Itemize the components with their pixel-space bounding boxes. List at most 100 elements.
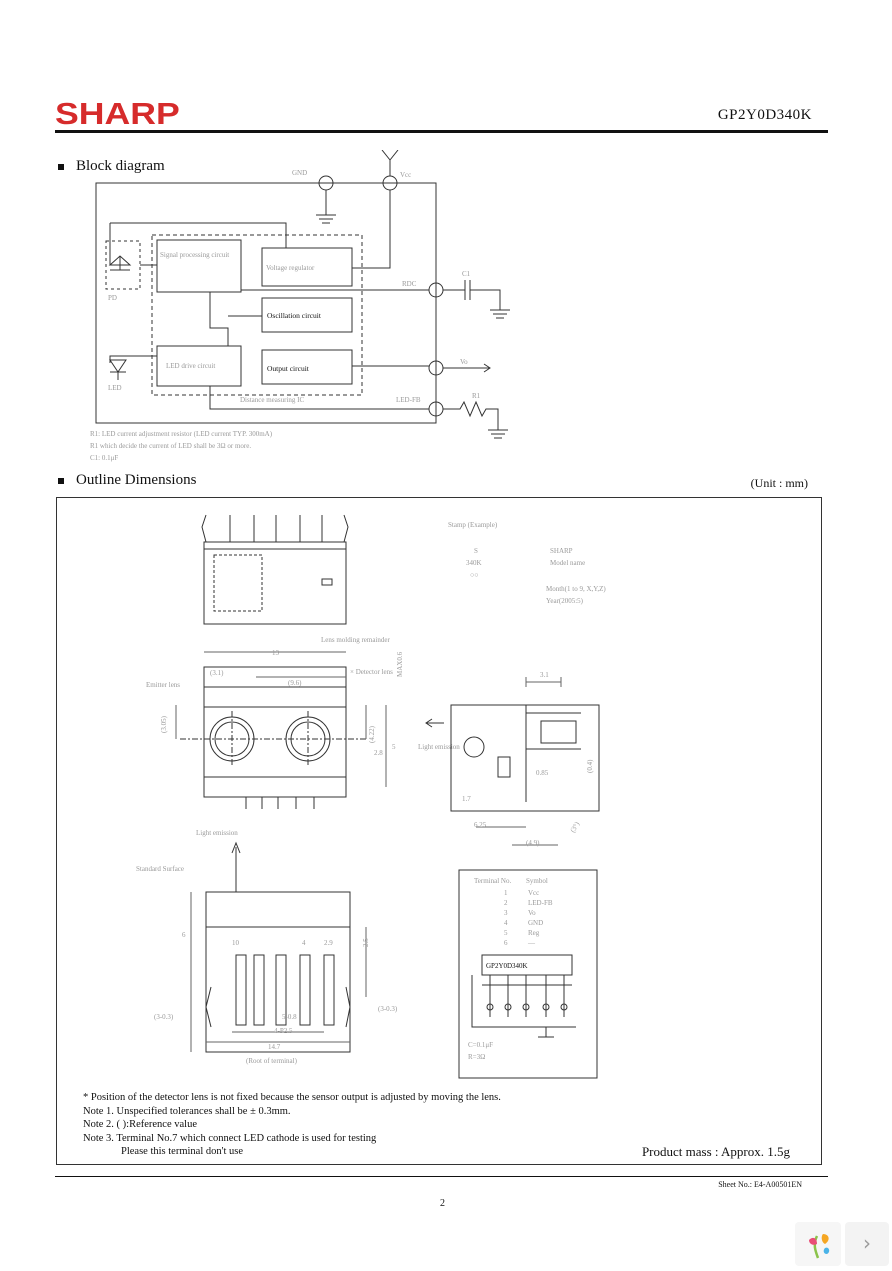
dim-side-3-1: 3.1 — [540, 671, 549, 679]
block-diagram-footnotes: R1: LED current adjustment resistor (LED… — [90, 428, 272, 464]
terminal-header-no: Terminal No. — [474, 877, 511, 885]
stamp-title: Stamp (Example) — [448, 521, 498, 529]
terminal-no-6: 6 — [504, 939, 508, 947]
outer-package-box — [95, 182, 437, 424]
ic-label: Distance measuring IC — [240, 396, 304, 404]
dim-3-0-3-left: (3-0.3) — [154, 1013, 174, 1021]
r1-label: R1 — [472, 392, 481, 400]
stamp-label-model: Model name — [550, 559, 585, 567]
signal-block — [156, 239, 242, 293]
footnote-1: R1: LED current adjustment resistor (LED… — [90, 430, 273, 438]
lens-mark-label: Lens molding remainder — [321, 636, 390, 644]
dim-3-0-3-right: (3-0.3) — [378, 1005, 398, 1013]
product-mass: Product mass : Approx. 1.5g — [641, 1144, 790, 1159]
note-3: Note 3. Terminal No.7 which connect LED … — [83, 1132, 377, 1144]
terminal-sym-3: Vo — [528, 909, 536, 917]
top-view-body — [203, 541, 347, 625]
vcc-label: Vcc — [400, 171, 411, 179]
dim-5: 5 — [392, 743, 396, 751]
block-diagram: GND Vcc RDC Vo LED-FB C1 R1 PD LED Dista… — [95, 150, 510, 439]
rdc-label: RDC — [402, 280, 417, 288]
dim-2-5: 2.5 — [362, 938, 370, 947]
dim-max06: MAX0.6 — [396, 651, 404, 677]
output-block — [261, 349, 353, 385]
oscillation-block — [261, 297, 353, 333]
next-page-button[interactable]: › — [845, 1222, 889, 1266]
output-label: Output circuit — [267, 364, 310, 373]
viewer-logo-icon — [809, 1234, 830, 1259]
outline-heading: Outline Dimensions — [58, 472, 196, 489]
dim-3-05: (3.05) — [160, 715, 168, 733]
terminal-sym-5: Reg — [528, 929, 540, 937]
heading-bullet — [58, 477, 64, 484]
note-2: Note 2. ( ):Reference value — [83, 1119, 197, 1130]
terminal-no-5: 5 — [504, 929, 508, 937]
dim-2-8: 2.8 — [374, 749, 383, 757]
side-view-body — [450, 704, 600, 812]
c1-label: C1 — [462, 270, 471, 278]
footnote-3: C1: 0.1μF — [90, 454, 119, 462]
viewer-logo-button[interactable] — [795, 1222, 841, 1266]
light-emission-label-2: Light emission — [196, 829, 238, 837]
terminal-sym-4: GND — [528, 919, 543, 927]
pd-label: PD — [108, 294, 117, 302]
stamp-label-brand: SHARP — [550, 547, 573, 555]
oscillation-label: Oscillation circuit — [267, 311, 322, 320]
stamp-line-2: 340K — [466, 559, 482, 567]
stamp-line-1: S — [474, 547, 478, 555]
footer-rule — [55, 1176, 828, 1177]
header-rule — [55, 130, 828, 133]
dim-6-25: 6.25 — [474, 821, 487, 829]
terminal-sym-1: Vcc — [528, 889, 539, 897]
ledfb-label: LED-FB — [396, 396, 421, 404]
terminal-sym-6: — — [527, 939, 536, 947]
terminal-no-1: 1 — [504, 889, 508, 897]
page-number: 2 — [440, 1198, 445, 1209]
terminal-header-symbol: Symbol — [526, 877, 548, 885]
dim-3-1: (3.1) — [210, 669, 224, 677]
stamp-line-3: ○○ — [470, 571, 478, 579]
emitter-lens-label: Emitter lens — [146, 681, 180, 689]
standard-surface-label: Standard Surface — [136, 865, 184, 873]
part-number: GP2Y0D340K — [717, 107, 812, 123]
dim-4-9: (4.9) — [526, 839, 540, 847]
outline-drawing: Stamp (Example) S 340K ○○ SHARP Model na… — [56, 497, 822, 1165]
dim-4-22: (4.22) — [368, 725, 376, 743]
bottom-view-body — [205, 891, 351, 1053]
led-label: LED — [108, 384, 122, 392]
pd-dashed-box — [105, 240, 141, 290]
note-detector: * Position of the detector lens is not f… — [83, 1092, 501, 1103]
voltage-label: Voltage regulator — [266, 264, 315, 272]
footnote-2: R1 which decide the current of LED shall… — [90, 442, 252, 450]
note-3-cont: Please this terminal don't use — [121, 1146, 244, 1157]
dim-13: 13 — [272, 649, 280, 657]
dim-2-9: 2.9 — [324, 939, 333, 947]
chevron-right-icon: › — [863, 1231, 871, 1255]
dim-9-6: (9.6) — [288, 679, 302, 687]
root-terminal-label: (Root of terminal) — [246, 1057, 298, 1065]
dim-0-85: 0.85 — [536, 769, 549, 777]
outline-notes: * Position of the detector lens is not f… — [83, 1091, 501, 1159]
dim-4: 4 — [302, 939, 306, 947]
led-drive-label: LED drive circuit — [166, 362, 215, 370]
voltage-block — [261, 247, 353, 287]
dim-3deg: (3°) — [569, 820, 582, 834]
heading-bullet — [58, 163, 64, 170]
outline-frame — [56, 497, 822, 1165]
front-view-body — [203, 666, 347, 798]
note-1: Note 1. Unspecified tolerances shall be … — [83, 1105, 291, 1117]
detector-lens-label: × Detector lens — [350, 668, 393, 676]
terminal-no-4: 4 — [504, 919, 508, 927]
dim-10: 10 — [232, 939, 240, 947]
chip-outline — [481, 954, 573, 976]
sharp-logo: SHARP — [55, 96, 180, 131]
unit-label: (Unit : mm) — [750, 476, 808, 490]
signal-label: Signal processing circuit — [160, 251, 230, 259]
ic-dashed-box — [151, 234, 363, 396]
dim-5-0-8: 5-0.8 — [282, 1013, 297, 1021]
stamp-label-month: Month(1 to 9, X,Y,Z) — [546, 585, 606, 593]
terminal-sym-2: LED-FB — [528, 899, 553, 907]
terminal-no-2: 2 — [504, 899, 508, 907]
dim-0-4: (0.4) — [586, 759, 594, 773]
gnd-label: GND — [292, 169, 307, 177]
